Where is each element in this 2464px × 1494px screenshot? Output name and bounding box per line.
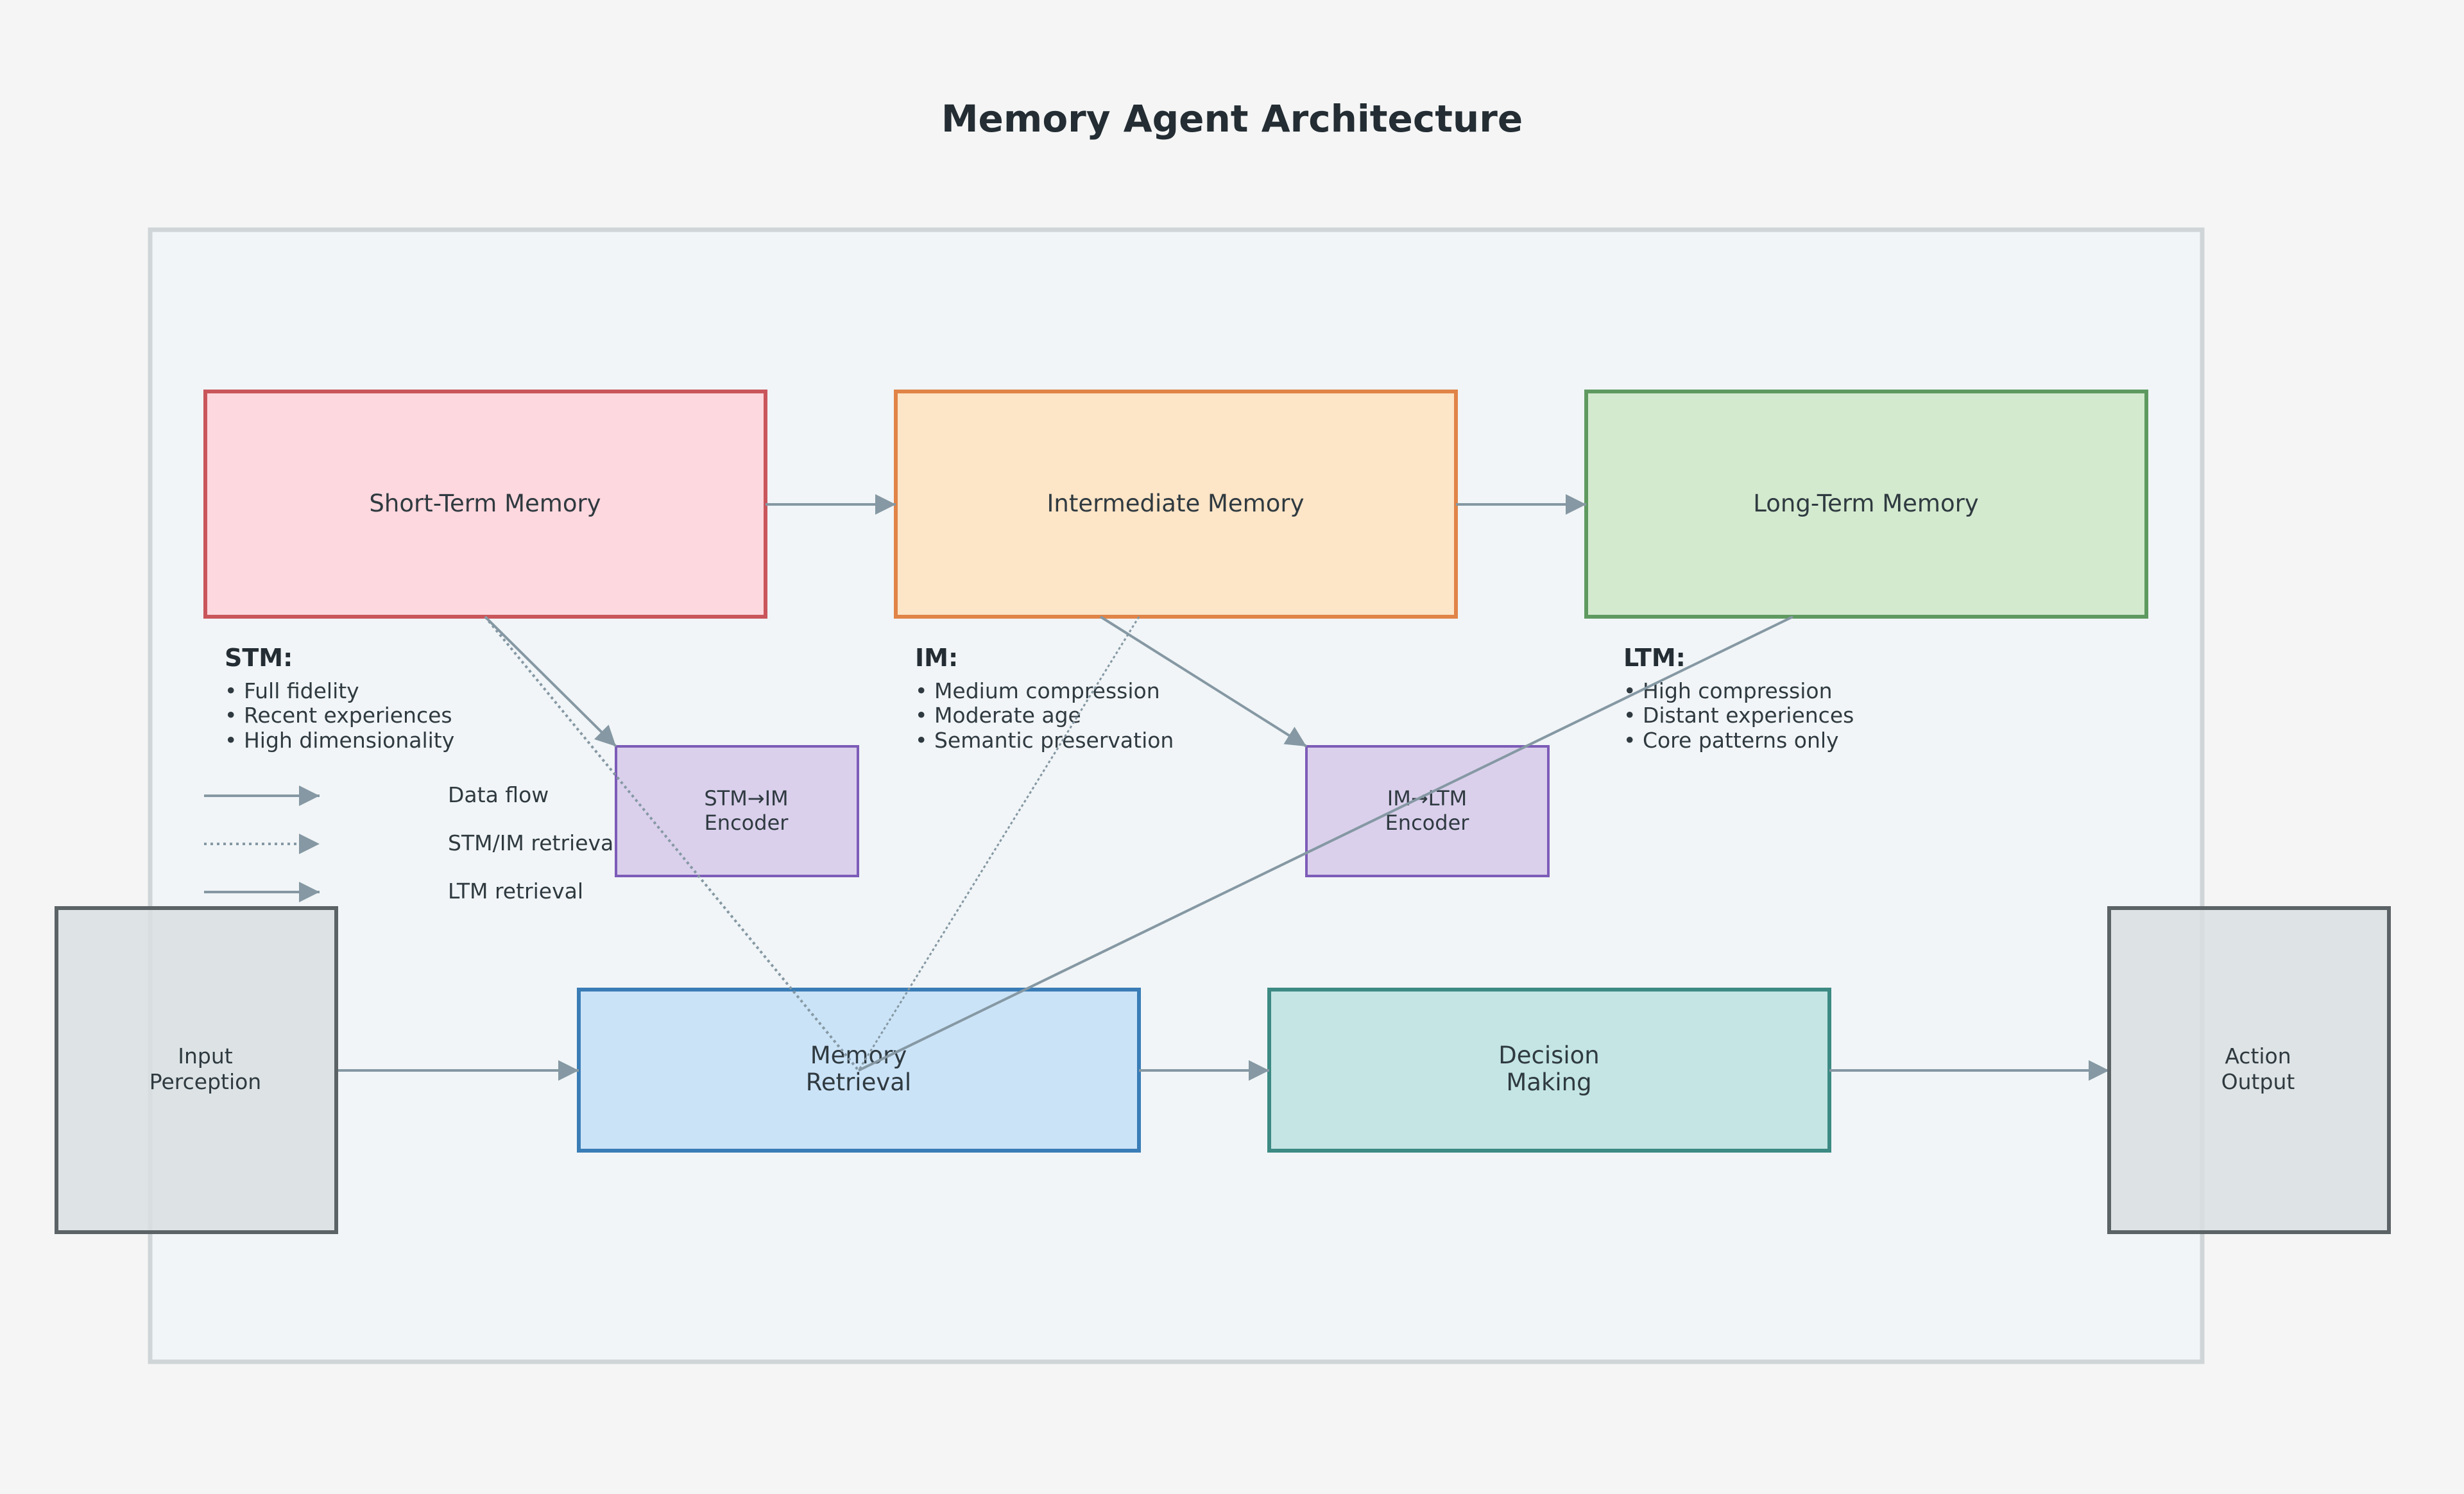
ltm-note-item: • Distant experiences <box>1623 703 1854 728</box>
input-perception-box <box>55 906 338 1234</box>
input-perception-label: Input <box>178 1043 233 1069</box>
im-notes: IM: • Medium compression • Moderate age … <box>915 644 1174 753</box>
input-perception-label: Perception <box>150 1069 261 1094</box>
ltm-note-item: • High compression <box>1623 678 1833 703</box>
ltm-notes-heading: LTM: <box>1623 644 1686 672</box>
arrow-stm-to-encoder <box>484 615 617 748</box>
retrieval-line-from-ltm <box>858 615 1793 1072</box>
im-box <box>894 390 1458 619</box>
legend-data-flow-label: Data flow <box>448 782 549 807</box>
decision-making-label: Decision <box>1498 1042 1600 1069</box>
im-ltm-encoder-label: Encoder <box>1385 811 1470 835</box>
action-output-label: Action <box>2225 1043 2291 1069</box>
im-label: Intermediate Memory <box>1047 490 1305 517</box>
legend: Data flow STM/IM retrieval LTM retrieval <box>204 782 619 904</box>
stm-notes: STM: • Full fidelity • Recent experience… <box>225 644 454 753</box>
im-note-item: • Semantic preservation <box>915 728 1174 753</box>
legend-ltm-retrieval-label: LTM retrieval <box>448 879 583 904</box>
stm-note-item: • High dimensionality <box>225 728 454 753</box>
stm-im-encoder-label: Encoder <box>705 811 789 835</box>
im-note-item: • Moderate age <box>915 703 1081 728</box>
im-notes-heading: IM: <box>915 644 958 672</box>
action-output-label: Output <box>2221 1069 2295 1094</box>
im-ltm-encoder-box <box>1305 745 1550 877</box>
action-output-box <box>2107 906 2391 1234</box>
retrieval-line-from-im <box>857 616 1140 1071</box>
memory-retrieval-label: Retrieval <box>806 1069 911 1096</box>
ltm-note-item: • Core patterns only <box>1623 728 1839 753</box>
legend-stm-im-retrieval-label: STM/IM retrieval <box>448 830 619 855</box>
stm-note-item: • Recent experiences <box>225 703 452 728</box>
stm-label: Short-Term Memory <box>369 490 601 517</box>
flow-arrows <box>336 494 2109 1081</box>
stm-note-item: • Full fidelity <box>225 678 359 703</box>
stm-notes-heading: STM: <box>225 644 293 672</box>
stm-im-encoder-label: STM→IM <box>704 786 788 811</box>
im-note-item: • Medium compression <box>915 678 1160 703</box>
decision-making-box <box>1267 988 1831 1153</box>
diagram-title: Memory Agent Architecture <box>941 97 1523 141</box>
decision-making-label: Making <box>1506 1069 1591 1096</box>
arrow-im-to-encoder <box>1099 615 1308 748</box>
ltm-label: Long-Term Memory <box>1753 490 1978 517</box>
stm-im-encoder-box <box>615 745 859 877</box>
ltm-box <box>1584 390 2148 619</box>
